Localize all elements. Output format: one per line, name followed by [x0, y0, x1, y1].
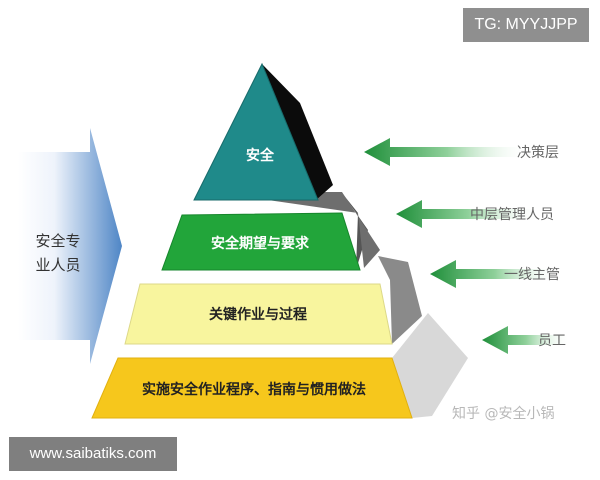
- pyramid-level-2-label: 安全期望与要求: [211, 235, 310, 252]
- left-arrow-label-line2: 业人员: [35, 256, 80, 274]
- pyramid-level-2: [161, 212, 361, 271]
- right-arrow-4: [482, 326, 570, 354]
- pyramid-level-3-label: 关键作业与过程: [209, 306, 307, 323]
- pyramid-level-1: [193, 62, 319, 201]
- right-arrow-label-4: 员工: [538, 333, 566, 349]
- tg-watermark: TG: MYYJJPP: [463, 8, 589, 42]
- pyramid-level-4: [91, 357, 413, 419]
- left-arrow-label-line1: 安全专: [35, 232, 80, 250]
- level-2-side: [342, 193, 368, 270]
- right-arrow-label-3: 一线主管: [504, 267, 560, 283]
- zhihu-watermark: 知乎 @安全小锅: [452, 405, 554, 422]
- pyramid-level-3: [124, 283, 393, 345]
- right-arrow-label-2: 中层管理人员: [470, 207, 554, 223]
- level-1-side: [262, 64, 333, 200]
- site-watermark: www.saibatiks.com: [9, 437, 177, 471]
- right-arrow-label-1: 决策层: [517, 144, 559, 161]
- right-arrow-3: [430, 260, 560, 288]
- pyramid-level-1-label: 安全: [246, 147, 275, 164]
- pyramid-level-4-label: 实施安全作业程序、指南与惯用做法: [142, 381, 366, 398]
- level-3-side: [378, 256, 422, 344]
- right-arrow-2: [396, 200, 540, 228]
- left-arrow: [18, 128, 122, 364]
- right-arrow-1: [364, 138, 530, 166]
